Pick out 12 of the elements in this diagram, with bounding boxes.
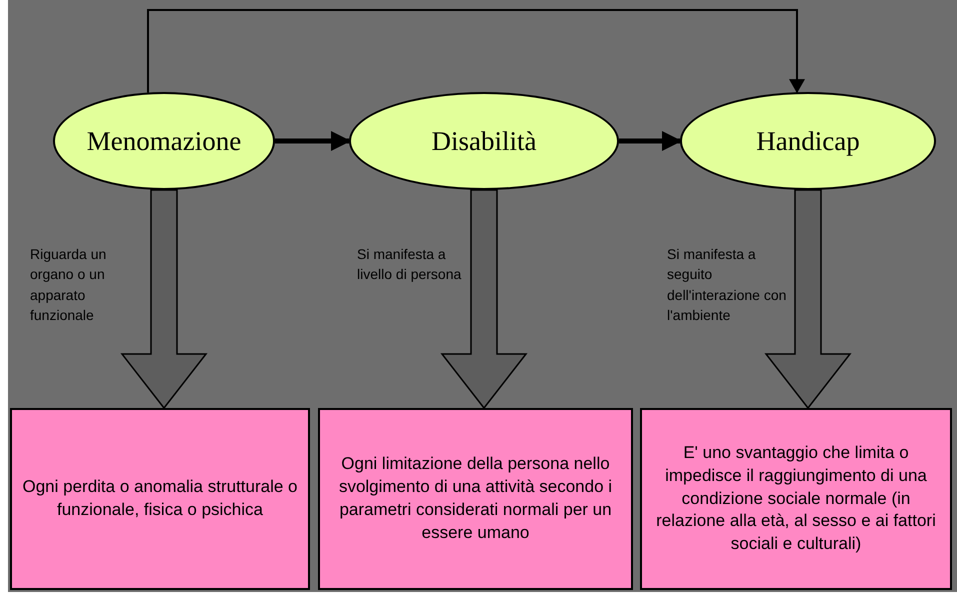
edge-label: Riguarda un organo o un apparato funzionale — [30, 245, 108, 325]
block-arrow — [120, 189, 208, 410]
edge-label: Si manifesta a livello di persona — [357, 245, 462, 284]
description-box: Ogni limitazione della persona nello svolgimento di una attività secondo i parametri considerati normali per un essere umano — [318, 408, 633, 590]
arrow — [619, 131, 682, 151]
description-box: E' uno svantaggio che limita o impedisce il raggiungimento di una condizione sociale normale (in relazione alla età, al sesso e ai fattori sociali e culturali) — [640, 408, 952, 590]
arrow — [275, 131, 351, 151]
description-box: Ogni perdita o anomalia strutturale o funzionale, fisica o psichica — [10, 408, 310, 590]
block-arrow — [440, 189, 528, 410]
arrow — [147, 9, 805, 94]
block-arrow — [764, 189, 852, 410]
edge-label: Si manifesta a seguito dell'interazione con l'ambiente — [667, 245, 788, 325]
